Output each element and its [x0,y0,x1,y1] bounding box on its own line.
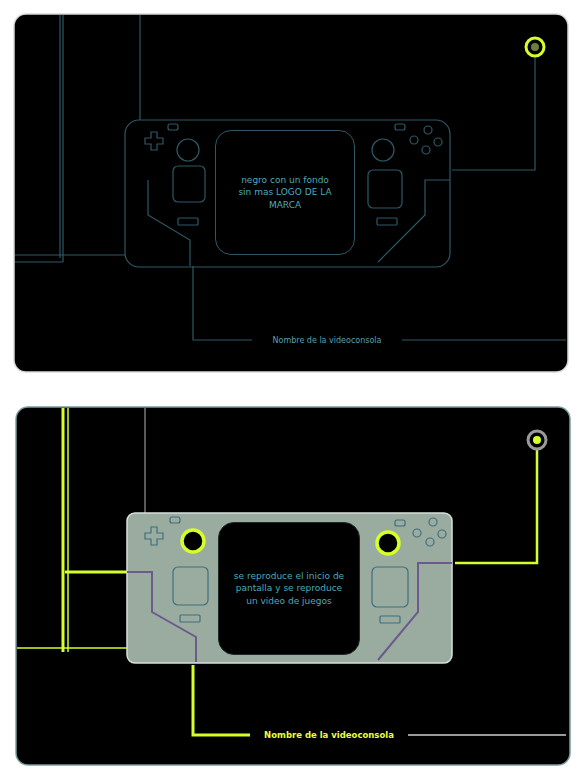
power-knob [533,436,541,444]
screen-box: negro con un fondo sin mas LOGO DE LA MA… [215,130,355,255]
guide-lines [17,408,566,735]
screen-note: se reproduce el inicio de pantalla y se … [231,570,347,606]
power-knob [526,38,544,56]
power-knob [528,431,546,449]
console-outline [125,120,450,267]
console-name-label: Nombre de la videoconsola [260,730,398,740]
screen-box: se reproduce el inicio de pantalla y se … [218,522,360,655]
console-name-label: Nombre de la videoconsola [269,336,386,345]
panel [14,14,568,372]
panel [16,407,570,765]
guide-lines [15,15,566,340]
screen-note: negro con un fondo sin mas LOGO DE LA MA… [238,174,332,210]
console-body [127,513,452,663]
power-knob [531,43,539,51]
